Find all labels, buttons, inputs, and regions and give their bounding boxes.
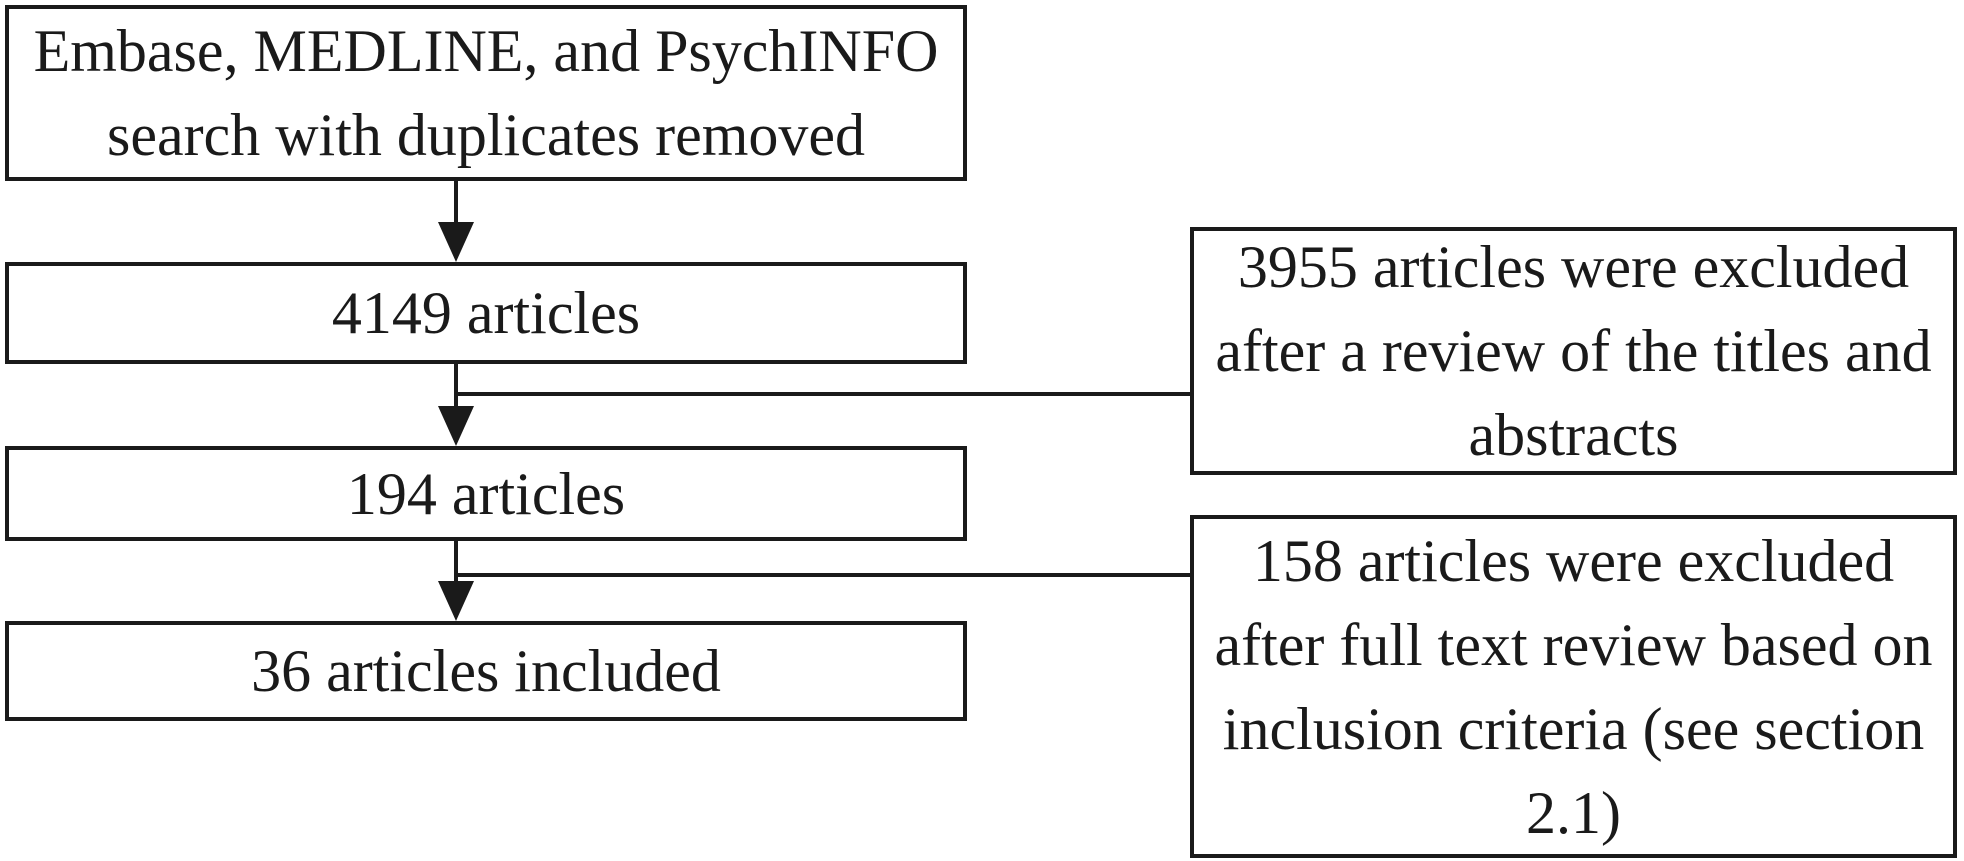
box-text-line: search with duplicates removed [106,102,866,168]
box-text-line: 158 articles were excluded [1252,527,1895,594]
arrow-shaft [454,181,458,228]
box-text-line: abstracts [1468,402,1679,468]
down-arrowhead-icon [438,406,474,446]
box-text-line: 194 articles [346,460,626,527]
arrow-shaft [454,364,458,412]
box-text-line: 3955 articles were excluded [1237,234,1910,300]
flow-box-excluded-full-text: 158 articles were excluded after full te… [1190,515,1957,858]
flow-box-36-articles-included: 36 articles included [5,621,967,721]
flow-box-database-search: Embase, MEDLINE, and PsychINFO search wi… [5,5,967,181]
flow-box-4149-articles: 4149 articles [5,262,967,364]
down-arrowhead-icon [438,222,474,262]
box-text-line: Embase, MEDLINE, and PsychINFO [33,18,939,84]
branch-connector-line [456,392,1190,396]
branch-connector-line [456,573,1190,577]
box-text-line: 4149 articles [331,280,641,346]
box-text-line: 36 articles included [251,638,721,704]
box-text-line: after full text review based on [1214,611,1933,678]
arrow-shaft [454,541,458,587]
box-text-line: after a review of the titles and [1215,318,1932,384]
down-arrowhead-icon [438,581,474,621]
box-text-line: inclusion criteria (see section [1222,695,1925,762]
flow-box-excluded-titles-abstracts: 3955 articles were excluded after a revi… [1190,227,1957,475]
flow-box-194-articles: 194 articles [5,446,967,541]
box-text-line: 2.1) [1526,779,1621,846]
